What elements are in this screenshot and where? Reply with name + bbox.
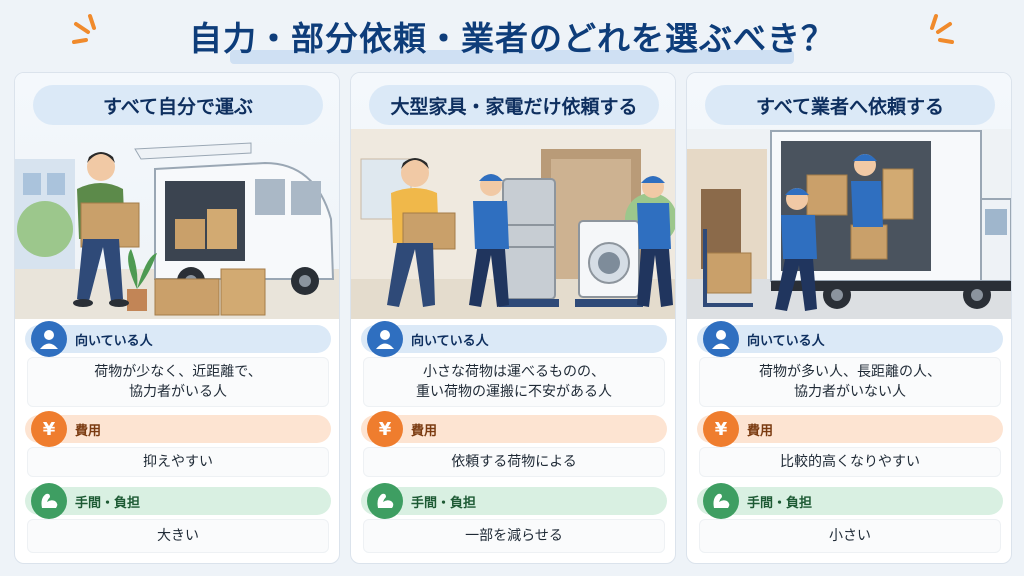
suited-for-label: 向いている人 — [697, 321, 1003, 357]
muscle-icon — [367, 483, 403, 519]
partial-moving-illustration — [351, 129, 675, 319]
card-title: すべて業者へ依頼する — [705, 85, 995, 125]
title-underline — [230, 50, 794, 64]
card-title: 大型家具・家電だけ依頼する — [369, 85, 659, 125]
yen-icon: ¥ — [31, 411, 67, 447]
cost-text: 抑えやすい — [27, 447, 329, 477]
person-icon — [367, 321, 403, 357]
suited-for-text: 荷物が多い人、長距離の人、 協力者がいない人 — [699, 357, 1001, 407]
card-details: 向いている人 荷物が多い人、長距離の人、 協力者がいない人 ¥ 費用 比較的高く… — [697, 321, 1003, 553]
cost-label: ¥ 費用 — [697, 411, 1003, 447]
suited-for-label: 向いている人 — [25, 321, 331, 357]
suited-for-label: 向いている人 — [361, 321, 667, 357]
person-icon — [31, 321, 67, 357]
suited-for-text: 荷物が少なく、近距離で、 協力者がいる人 — [27, 357, 329, 407]
sparkle-icon — [930, 14, 954, 44]
effort-text: 大きい — [27, 519, 329, 553]
cost-text: 依頼する荷物による — [363, 447, 665, 477]
option-card-professional: すべて業者へ依頼する — [686, 72, 1012, 564]
cost-label: ¥ 費用 — [25, 411, 331, 447]
person-icon — [703, 321, 739, 357]
yen-icon: ¥ — [367, 411, 403, 447]
yen-icon: ¥ — [703, 411, 739, 447]
card-header: すべて業者へ依頼する — [687, 73, 1011, 319]
muscle-icon — [31, 483, 67, 519]
effort-text: 一部を減らせる — [363, 519, 665, 553]
muscle-icon — [703, 483, 739, 519]
effort-label: 手間・負担 — [25, 483, 331, 519]
cost-text: 比較的高くなりやすい — [699, 447, 1001, 477]
option-card-partial: 大型家具・家電だけ依頼する — [350, 72, 676, 564]
cost-label: ¥ 費用 — [361, 411, 667, 447]
header: 自力・部分依頼・業者のどれを選ぶべき？ — [0, 6, 1024, 66]
self-moving-illustration — [15, 142, 339, 319]
card-header: 大型家具・家電だけ依頼する — [351, 73, 675, 319]
card-title: すべて自分で運ぶ — [33, 85, 323, 125]
professional-moving-illustration — [687, 129, 1011, 319]
suited-for-text: 小さな荷物は運べるものの、 重い荷物の運搬に不安がある人 — [363, 357, 665, 407]
effort-label: 手間・負担 — [697, 483, 1003, 519]
effort-label: 手間・負担 — [361, 483, 667, 519]
card-details: 向いている人 小さな荷物は運べるものの、 重い荷物の運搬に不安がある人 ¥ 費用… — [361, 321, 667, 553]
effort-text: 小さい — [699, 519, 1001, 553]
page-title: 自力・部分依頼・業者のどれを選ぶべき？ — [189, 19, 835, 58]
sparkle-icon — [72, 14, 96, 44]
card-header: すべて自分で運ぶ — [15, 73, 339, 319]
card-details: 向いている人 荷物が少なく、近距離で、 協力者がいる人 ¥ 費用 抑えやすい 手… — [25, 321, 331, 553]
option-card-self: すべて自分で運ぶ — [14, 72, 340, 564]
